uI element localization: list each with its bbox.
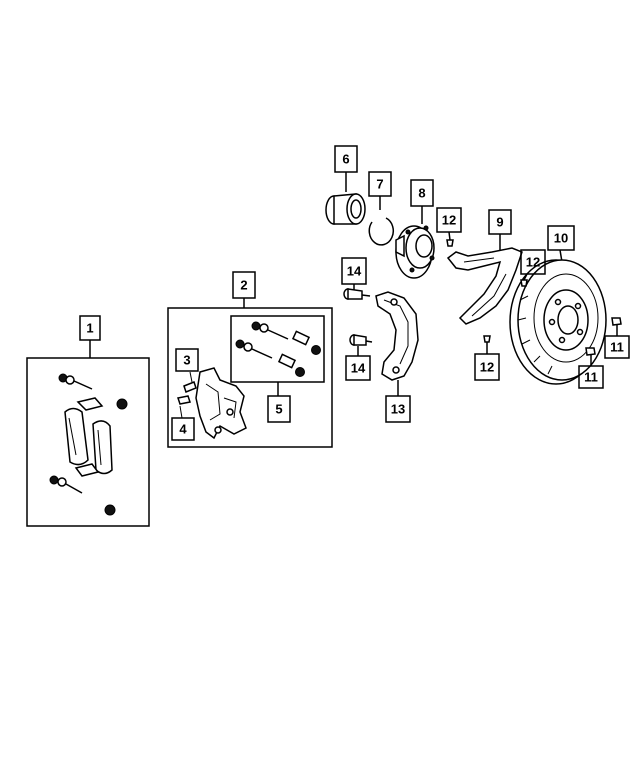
wheel-bearing xyxy=(325,172,366,225)
callout-9: 9 xyxy=(488,209,512,235)
caliper-group xyxy=(167,298,333,448)
caliper-bolt-bottom xyxy=(349,334,373,356)
callout-10: 10 xyxy=(547,225,575,251)
brake-pad-outer xyxy=(92,420,113,475)
callout-6: 6 xyxy=(334,145,358,173)
callout-14-top: 14 xyxy=(341,257,367,285)
callout-12-right: 12 xyxy=(520,249,546,287)
pad-kit-cap-bottom xyxy=(104,504,116,516)
splash-shield xyxy=(446,234,523,325)
pad-kit-frame xyxy=(26,357,150,527)
bleeder-cap xyxy=(177,395,191,405)
callout-14-bottom: 14 xyxy=(345,355,371,381)
callout-8-label: 8 xyxy=(418,186,425,201)
callout-12-bottom-label: 12 xyxy=(480,360,494,375)
callout-13-label: 13 xyxy=(391,402,405,417)
brake-pad-inner xyxy=(64,407,89,466)
caliper-body xyxy=(195,367,247,440)
callout-12-top-label: 12 xyxy=(442,213,456,228)
pad-kit-bolt-bottom xyxy=(49,475,83,494)
caliper-bracket xyxy=(375,291,419,396)
callout-1: 1 xyxy=(79,315,101,341)
callout-14-top-label: 14 xyxy=(347,264,362,279)
callout-11-right-label: 11 xyxy=(610,340,624,355)
callout-12-right-label: 12 xyxy=(526,255,540,270)
wheel-hub xyxy=(395,206,435,279)
caliper-bolt-top xyxy=(343,284,371,300)
brake-rotor xyxy=(509,249,607,385)
callout-1-label: 1 xyxy=(86,321,93,336)
callout-12-bottom: 12 xyxy=(474,335,500,381)
callout-10-label: 10 xyxy=(554,231,568,246)
callout-11-bottom-label: 11 xyxy=(584,370,598,385)
caliper-frame xyxy=(167,307,333,448)
callout-11-right: 11 xyxy=(604,317,630,359)
pad-kit-bolt-top xyxy=(58,373,93,390)
callout-5-label: 5 xyxy=(275,402,282,417)
bleeder-screw xyxy=(183,381,197,393)
callout-7-label: 7 xyxy=(376,177,383,192)
guide-pin-bottom xyxy=(235,339,305,377)
callout-12-top: 12 xyxy=(436,207,462,247)
callout-6-label: 6 xyxy=(342,152,349,167)
callout-8: 8 xyxy=(410,179,434,207)
pad-kit-group xyxy=(26,340,150,527)
callout-13: 13 xyxy=(385,395,411,423)
callout-9-label: 9 xyxy=(496,215,503,230)
snap-ring xyxy=(368,196,394,246)
callout-4-label: 4 xyxy=(179,422,187,437)
pad-clip-top xyxy=(76,397,104,411)
callout-4: 4 xyxy=(171,417,195,441)
callout-2: 2 xyxy=(232,271,256,299)
guide-pin-top xyxy=(251,321,321,355)
callout-14-bottom-label: 14 xyxy=(351,361,366,376)
callout-3-label: 3 xyxy=(183,353,190,368)
callout-5: 5 xyxy=(267,395,291,423)
pad-kit-cap-top xyxy=(116,398,128,410)
callout-7: 7 xyxy=(368,171,392,197)
callout-3: 3 xyxy=(175,348,199,372)
callout-11-bottom: 11 xyxy=(578,347,604,389)
callout-2-label: 2 xyxy=(240,278,247,293)
pad-clip-bottom xyxy=(74,463,100,477)
